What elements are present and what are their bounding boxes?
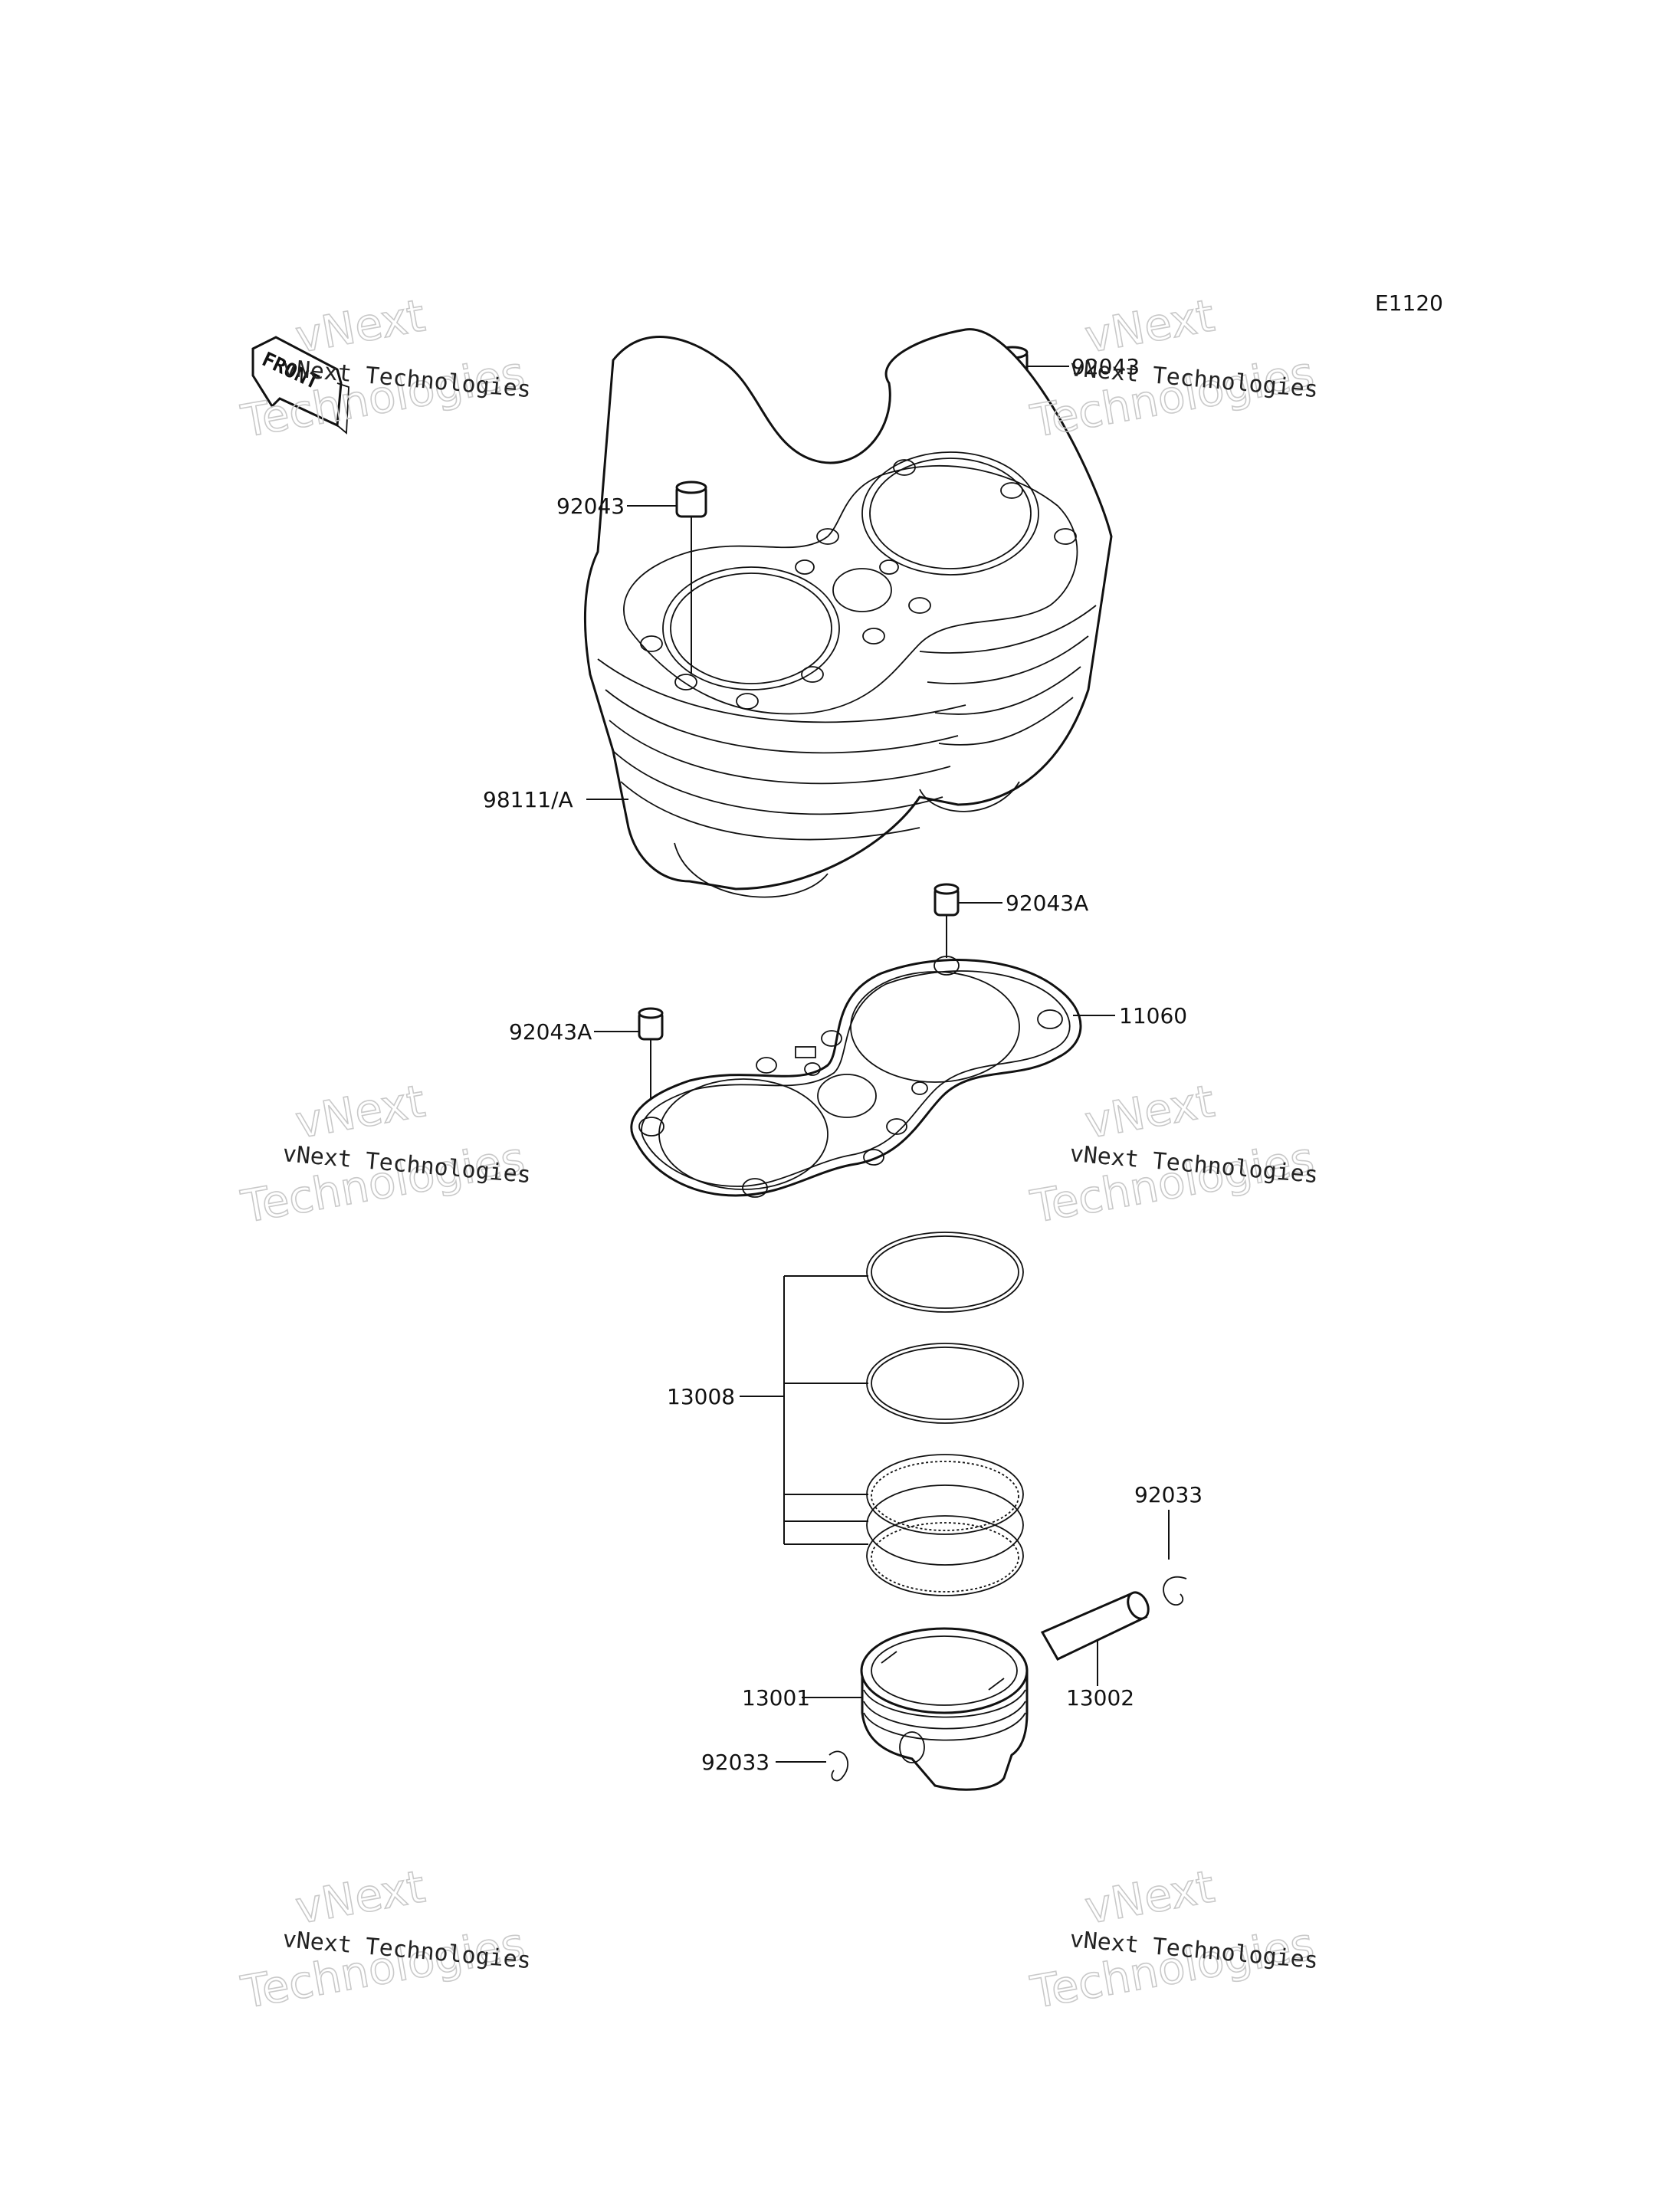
watermark-mid-right: vNext Technologies vNext Technologies (1026, 1074, 1319, 1234)
watermark-top-right: vNext Technologies vNext Technologies (1026, 289, 1319, 448)
dowel-pin-gasket-right (934, 883, 1002, 958)
piston-rings (866, 1232, 1024, 1596)
cylinder-block (583, 328, 1113, 898)
watermark-mid-left: vNext Technologies vNext Technologies (237, 1074, 532, 1234)
svg-text:vNext: vNext (1081, 1074, 1219, 1148)
label-92043a-right: 92043A (1006, 891, 1088, 916)
svg-text:vNext: vNext (1081, 1860, 1219, 1934)
label-92033-right: 92033 (1134, 1482, 1203, 1507)
label-92043-top-left: 92043 (556, 494, 625, 519)
label-13008: 13008 (667, 1384, 735, 1409)
label-98111a: 98111/A (483, 787, 573, 812)
piston-pin (1040, 1591, 1150, 1686)
dowel-pin-gasket-left (594, 1007, 664, 1119)
dowel-pin-top-left (627, 481, 707, 674)
front-arrow-icon: FRONT (251, 336, 349, 435)
piston (860, 1627, 1029, 1791)
diagram-code: E1120 (1375, 290, 1443, 316)
label-11060: 11060 (1119, 1003, 1187, 1028)
head-gasket (630, 956, 1082, 1198)
circlip-right (1163, 1510, 1187, 1606)
label-13002: 13002 (1066, 1685, 1134, 1711)
svg-text:vNext: vNext (292, 1074, 429, 1148)
watermark-bottom-left: vNext Technologies vNext Technologies (237, 1860, 532, 2019)
label-13001: 13001 (742, 1685, 810, 1711)
label-92043-top-right: 92043 (1071, 354, 1140, 379)
watermark-bottom-right: vNext Technologies vNext Technologies (1026, 1860, 1319, 2019)
svg-text:vNext: vNext (1081, 289, 1219, 362)
svg-text:vNext: vNext (292, 289, 429, 362)
svg-text:vNext: vNext (292, 1860, 429, 1934)
ring-leader-lines (740, 1275, 868, 1545)
label-92043a-left: 92043A (509, 1019, 592, 1045)
circlip-left (776, 1750, 848, 1782)
label-92033-left: 92033 (701, 1750, 769, 1775)
